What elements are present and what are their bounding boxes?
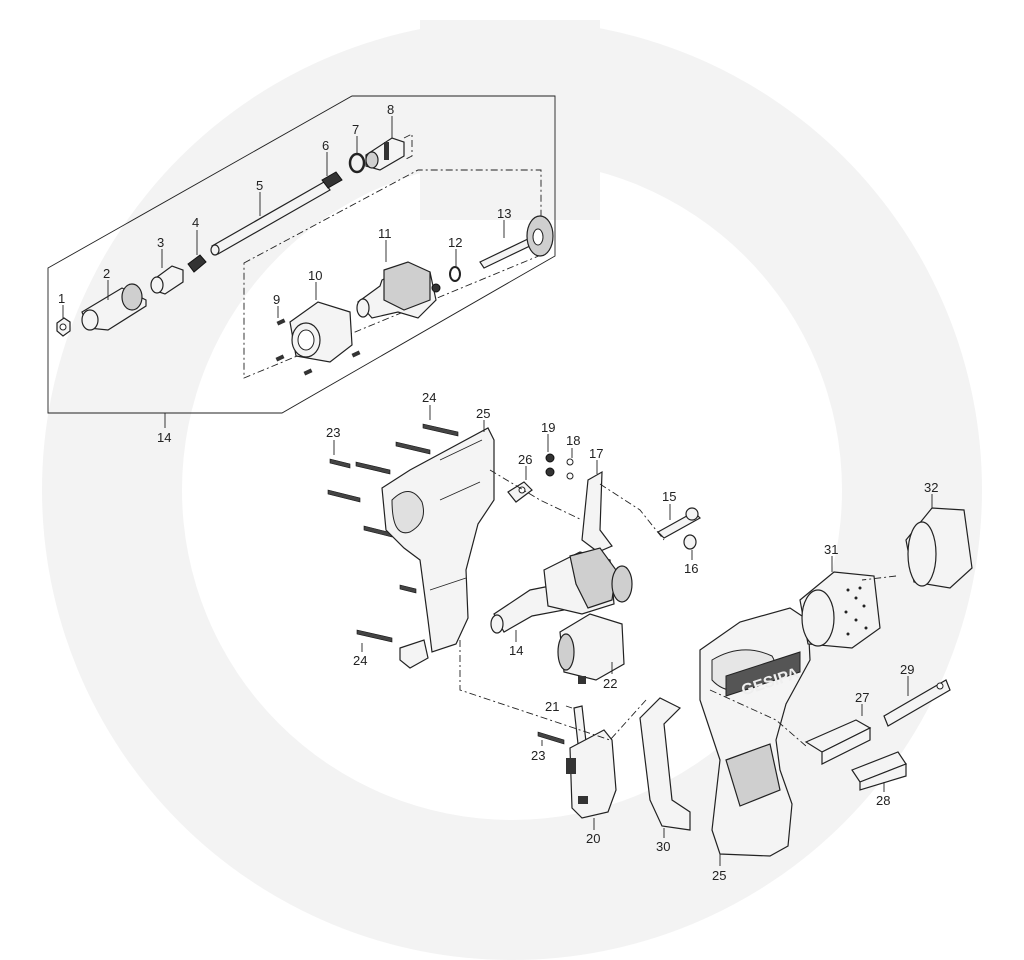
label-13: 13: [497, 206, 511, 221]
part-1-nut: [56, 305, 71, 337]
label-1: 1: [58, 291, 65, 306]
label-21: 21: [545, 699, 559, 714]
label-31: 31: [824, 542, 838, 557]
label-17: 17: [589, 446, 603, 461]
label-26: 26: [518, 452, 532, 467]
part-29-belt-hook: [883, 676, 951, 727]
part-25-left-housing-half: [381, 420, 495, 669]
part-28-clip: [851, 751, 907, 792]
label-7: 7: [352, 122, 359, 137]
label-18: 18: [566, 433, 580, 448]
label-9: 9: [273, 292, 280, 307]
label-8: 8: [387, 102, 394, 117]
label-12: 12: [448, 235, 462, 250]
assembly-guide-lines: [459, 469, 897, 747]
part-11-gear-head: [356, 240, 441, 319]
part-14-drive-assembly: [490, 547, 633, 642]
label-27: 27: [855, 690, 869, 705]
part-20-trigger-switch: [566, 729, 617, 830]
part-27-clip: [804, 704, 872, 765]
label-19: 19: [541, 420, 555, 435]
part-3-sleeve: [150, 249, 184, 295]
screws-left-housing: [327, 405, 459, 652]
part-labels: 1 2 3 4 5 6 7 8 9 10 11 12 13 14 14 15 1…: [58, 102, 938, 883]
label-24-lower: 24: [353, 653, 367, 668]
parts-17-18-19-clamp-screws: [545, 434, 613, 553]
part-23-screw-lower: [537, 731, 565, 746]
part-7-ring: [348, 136, 366, 174]
label-22: 22: [603, 676, 617, 691]
label-3: 3: [157, 235, 164, 250]
label-25-lower: 25: [712, 868, 726, 883]
label-24-upper: 24: [422, 390, 436, 405]
part-8-coupling: [365, 116, 413, 171]
part-13-drive-shaft: [479, 215, 554, 269]
part-5-mandrel-rod: [210, 181, 331, 256]
label-25-upper: 25: [476, 406, 490, 421]
label-6: 6: [322, 138, 329, 153]
part-4-jaw-cone: [187, 230, 207, 273]
label-20: 20: [586, 831, 600, 846]
part-25-right-housing-half: [699, 607, 811, 866]
part-2-nose-housing: [81, 280, 147, 331]
part-6-spring: [321, 152, 343, 189]
label-32: 32: [924, 480, 938, 495]
label-5: 5: [256, 178, 263, 193]
part-15-16-pin-washer: [657, 504, 701, 560]
label-16: 16: [684, 561, 698, 576]
label-14-lower: 14: [509, 643, 523, 658]
label-2: 2: [103, 266, 110, 281]
part-9-screws: [275, 306, 361, 376]
part-22-motor: [557, 613, 625, 684]
part-31-nose-sleeve: [799, 556, 881, 649]
label-29: 29: [900, 662, 914, 677]
part-12-washer: [449, 249, 461, 282]
part-10-piston-housing: [289, 282, 353, 363]
label-4: 4: [192, 215, 199, 230]
label-28: 28: [876, 793, 890, 808]
part-30-side-cover: [639, 697, 691, 838]
label-23-lower: 23: [531, 748, 545, 763]
label-10: 10: [308, 268, 322, 283]
label-11: 11: [378, 226, 392, 241]
label-14-upper: 14: [157, 430, 171, 445]
part-32-end-cap: [905, 494, 973, 589]
label-30: 30: [656, 839, 670, 854]
subassembly-box: [47, 95, 556, 428]
label-23-upper: 23: [326, 425, 340, 440]
label-15: 15: [662, 489, 676, 504]
